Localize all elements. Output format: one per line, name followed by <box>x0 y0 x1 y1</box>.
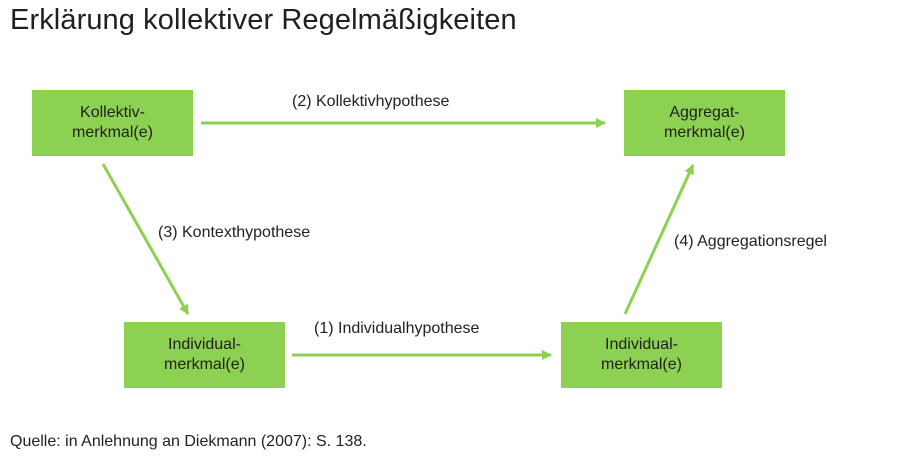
box-kollektivmerkmale: Kollektiv- merkmal(e) <box>32 90 193 156</box>
box-label-line2: merkmal(e) <box>72 124 153 141</box>
box-label-line1: Individual- <box>605 336 678 353</box>
box-label-line2: merkmal(e) <box>601 356 682 373</box>
arrow-kontexthypothese <box>101 163 190 315</box>
label-kontexthypothese: (3) Kontexthypothese <box>158 224 311 241</box>
label-aggregationsregel: (4) Aggregationsregel <box>674 233 827 250</box>
label-individualhypothese: (1) Individualhypothese <box>314 320 480 337</box>
source-citation: Quelle: in Anlehnung an Diekmann (2007):… <box>10 433 367 450</box>
box-label-line2: merkmal(e) <box>164 356 245 373</box>
box-individualmerkmale-left: Individual- merkmal(e) <box>124 322 285 388</box>
arrow-aggregationsregel <box>623 164 695 315</box>
box-label-line2: merkmal(e) <box>664 124 745 141</box>
box-aggregatmerkmale: Aggregat- merkmal(e) <box>624 90 785 156</box>
box-label-line1: Kollektiv- <box>80 104 145 121</box>
box-individualmerkmale-right: Individual- merkmal(e) <box>561 322 722 388</box>
box-label-line1: Individual- <box>168 336 241 353</box>
diagram-title: Erklärung kollektiver Regelmäßigkeiten <box>10 4 517 36</box>
label-kollektivhypothese: (2) Kollektivhypothese <box>292 93 450 110</box>
box-label-line1: Aggregat- <box>669 104 740 121</box>
